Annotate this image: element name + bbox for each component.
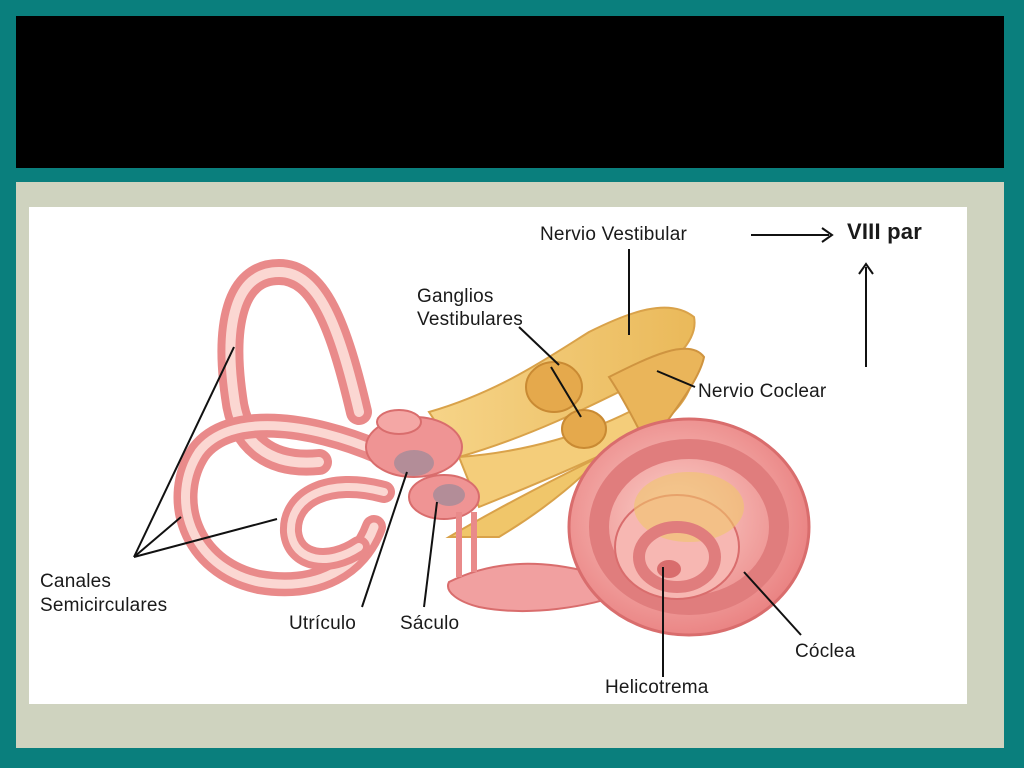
semicircular-canals (173, 258, 395, 597)
label-nervio-vestibular: Nervio Vestibular (540, 224, 688, 245)
title-bar (16, 16, 1004, 168)
label-coclea: Cóclea (795, 641, 856, 662)
label-canales: Canales (40, 571, 112, 592)
vestibule (365, 409, 480, 520)
inner-ear-illustration (133, 227, 874, 677)
ganglia (525, 361, 607, 449)
label-viii-par: VIII par (847, 219, 922, 244)
label-semicirculares: Semicirculares (40, 595, 168, 616)
label-utriculo: Utrículo (289, 613, 357, 634)
label-nervio-coclear: Nervio Coclear (698, 381, 827, 402)
label-vestibulares: Vestibulares (417, 309, 523, 330)
label-saculo: Sáculo (400, 613, 460, 634)
inner-ear-figure: Nervio Vestibular VIII par Ganglios Vest… (29, 207, 967, 704)
leader-lines (133, 227, 874, 677)
label-ganglios: Ganglios (417, 286, 494, 307)
cochlea (567, 417, 811, 637)
label-helicotrema: Helicotrema (605, 677, 709, 698)
